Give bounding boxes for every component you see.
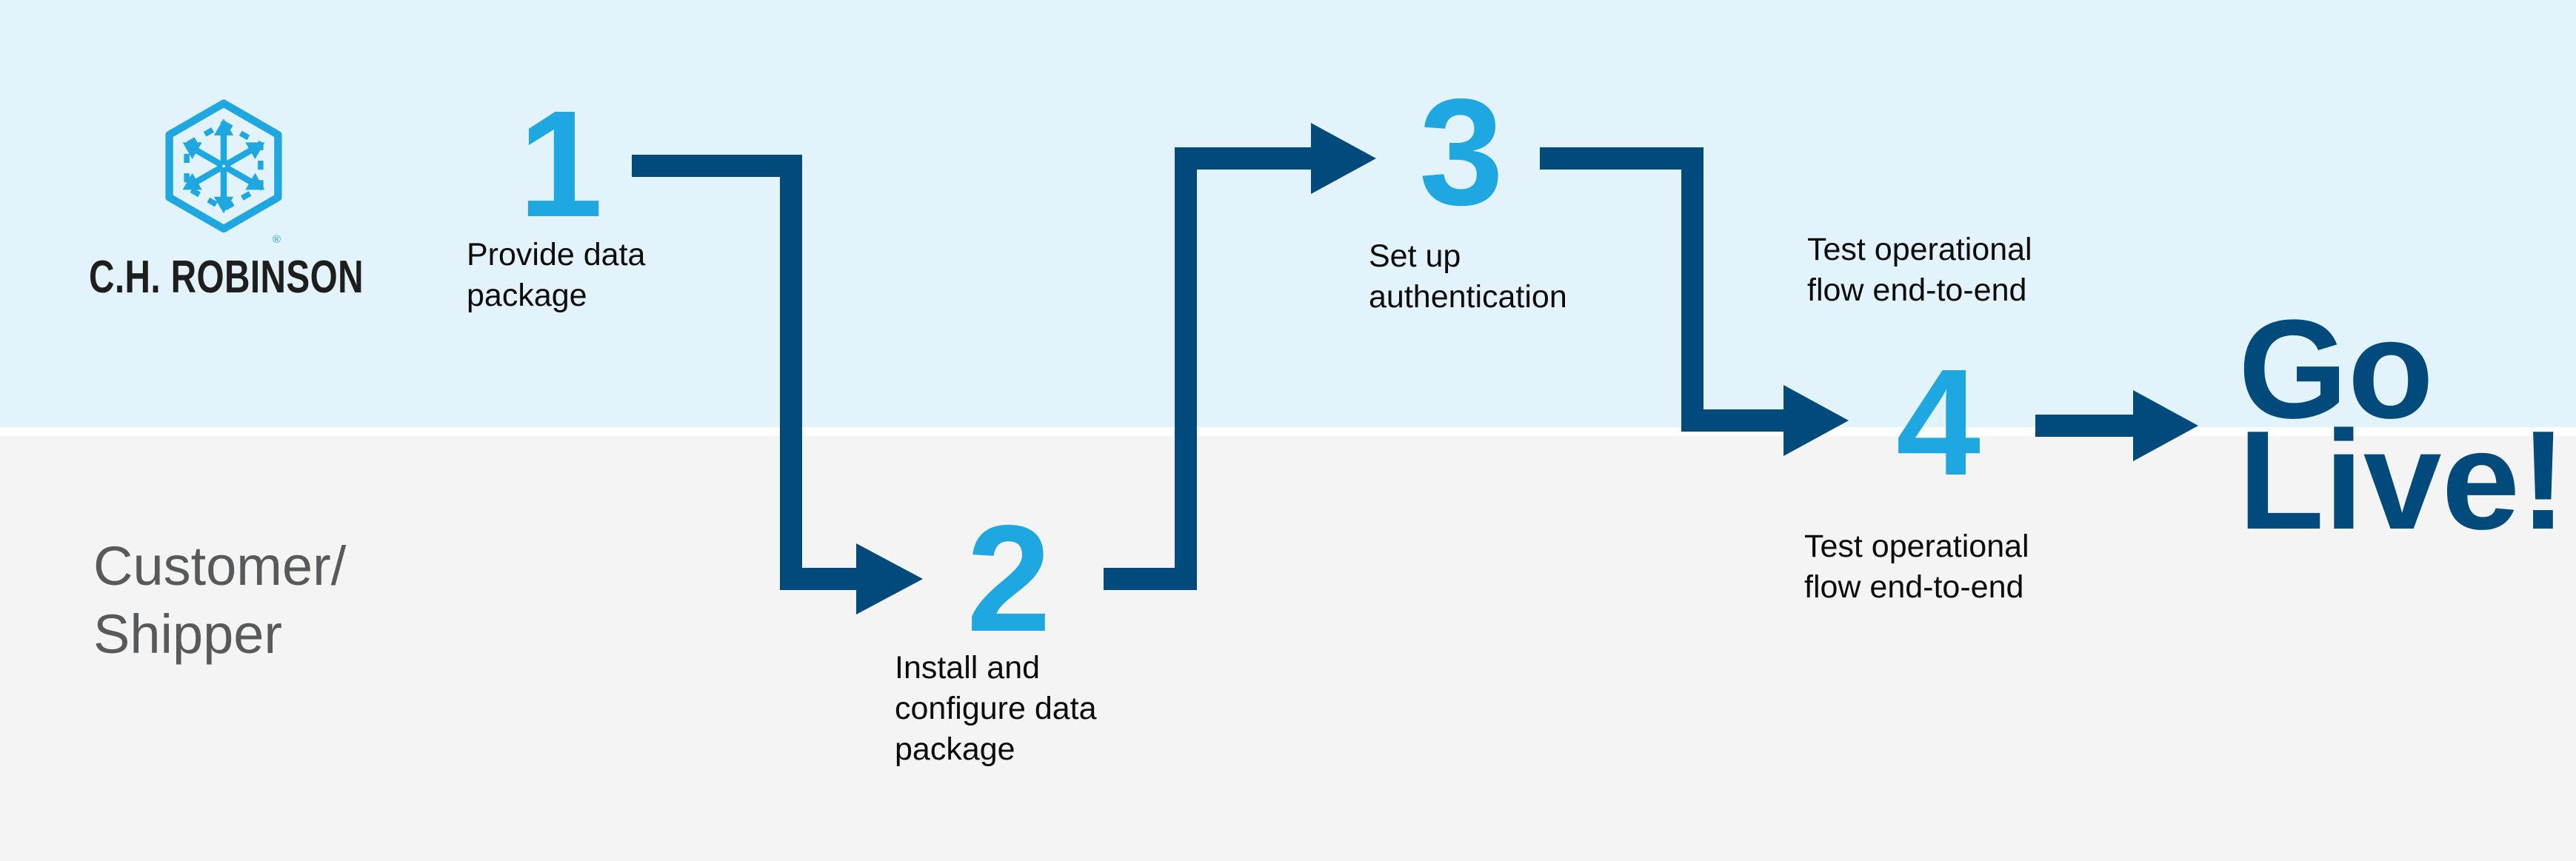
lane-customer-background [0,436,2576,861]
step-2-number: 2 [967,494,1052,663]
outward-arrow-icon [213,118,234,165]
customer-shipper-line1: Customer/ [93,535,347,597]
step-3-label-line2: authentication [1369,279,1567,315]
hexagon-outline [165,99,282,233]
step-1-label-line2: package [467,278,587,313]
step-3-number: 3 [1419,67,1504,237]
customer-shipper-line2: Shipper [93,603,283,665]
arrow-step1-to-step2 [632,155,923,614]
ch-robinson-logo-icon: ® [165,99,282,246]
step-4-label-top-line2: flow end-to-end [1807,272,2027,308]
step-2-label-line2: configure data [895,691,1097,726]
step-4-label-top: Test operational flow end-to-end [1807,230,2032,311]
arrow-step3-to-step4 [1540,147,1849,456]
go-live-line2: Live! [2238,402,2567,559]
step-2-label: Install and configure data package [895,648,1097,770]
ch-robinson-wordmark: C.H. ROBINSON [89,252,364,303]
step-3-label-line1: Set up [1369,238,1461,274]
step-1-label: Provide data package [467,235,645,316]
step-4-label-bottom: Test operational flow end-to-end [1804,526,2029,608]
step-4-label-bottom-line1: Test operational [1804,529,2029,564]
step-2-label-line1: Install and [895,650,1041,686]
arrow-step2-to-step3 [1104,123,1376,590]
arrow-step4-to-golive [2035,390,2198,461]
lane-chrobinson-background [0,0,2576,427]
step-3-label: Set up authentication [1369,236,1567,318]
customer-shipper-label: Customer/ Shipper [93,532,346,669]
lane-divider [0,427,2576,436]
go-live-title: Go Live! [2238,291,2567,559]
go-live-line1: Go [2238,291,2434,448]
step-4-label-bottom-line2: flow end-to-end [1804,569,2024,605]
step-1-label-line1: Provide data [467,237,646,272]
step-2-label-line3: package [895,731,1015,767]
step-4-number: 4 [1896,338,1981,507]
registered-mark: ® [273,233,281,246]
step-4-label-top-line1: Test operational [1807,232,2032,267]
step-1-number: 1 [518,79,604,249]
